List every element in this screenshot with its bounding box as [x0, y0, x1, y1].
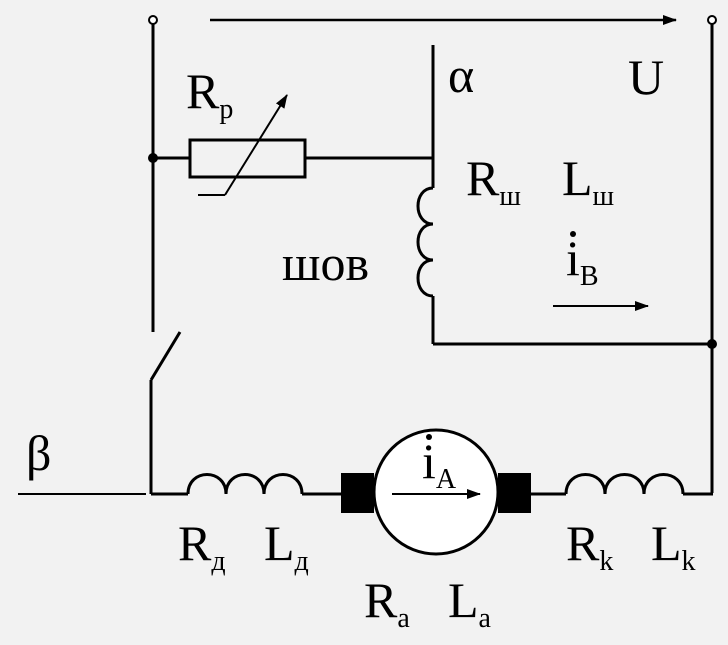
label-alpha: α [448, 47, 474, 103]
label-rk: Rk [566, 515, 613, 577]
label-ib: iВ [566, 230, 599, 292]
label-rsh: Rш [466, 150, 521, 212]
label-la: Lа [448, 572, 492, 634]
switch-blade [149, 331, 182, 381]
label-rd: Rд [178, 515, 226, 577]
label-beta: β [26, 425, 51, 481]
label-ld: Lд [264, 515, 309, 577]
label-ra: Rа [364, 572, 410, 634]
compensating-winding-coil [564, 473, 685, 495]
left-terminal [148, 15, 158, 25]
shunt-winding-coil [416, 186, 434, 298]
label-lk: Lk [651, 515, 696, 577]
rheostat-adjust-arrow [224, 94, 288, 196]
left-brush [341, 473, 374, 513]
ib-dot [570, 231, 576, 237]
ia-dot [426, 434, 432, 440]
series-winding-coil [186, 473, 304, 495]
right-terminal [707, 15, 717, 25]
label-ia: iА [422, 433, 457, 495]
label-u: U [628, 49, 664, 105]
right-brush [498, 473, 531, 513]
label-shov: шов [282, 235, 369, 291]
label-lsh: Lш [562, 150, 615, 212]
label-rp: Rр [186, 63, 233, 125]
